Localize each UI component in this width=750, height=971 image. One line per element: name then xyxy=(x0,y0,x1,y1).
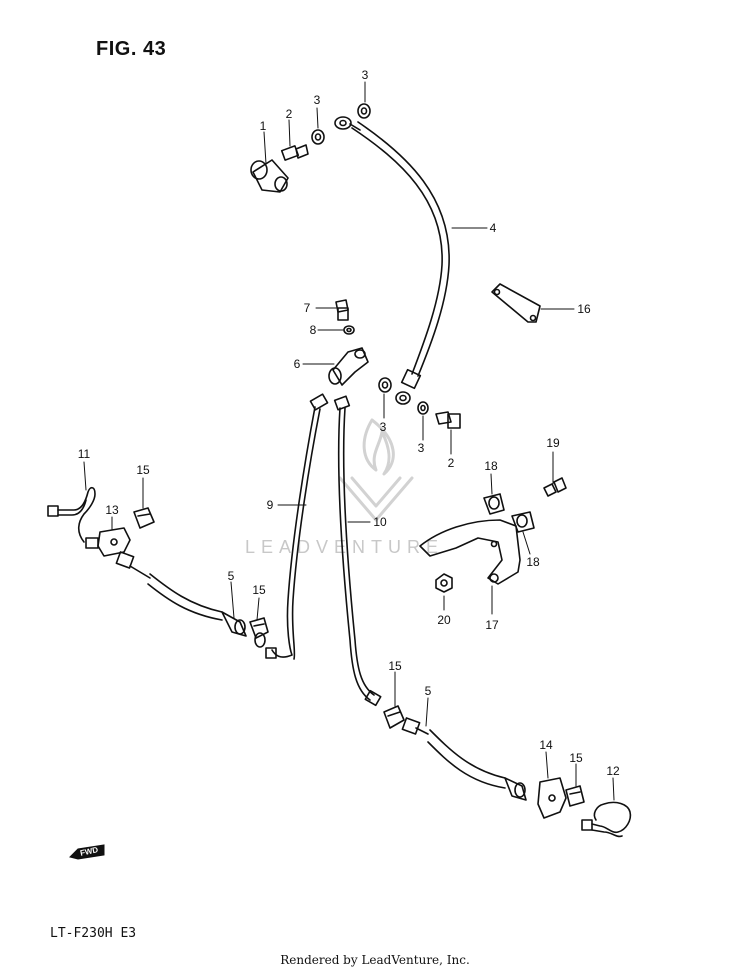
callout-number: 19 xyxy=(546,436,560,450)
callout-number: 15 xyxy=(388,659,402,673)
callout-number: 12 xyxy=(606,764,620,778)
part-16-bracket xyxy=(491,283,541,323)
watermark-logo-icon xyxy=(338,418,414,522)
part-18-clamp-b xyxy=(511,511,535,533)
callout-leader-lines xyxy=(83,81,615,801)
callout-number: 3 xyxy=(313,93,321,107)
callout-number: 3 xyxy=(361,68,369,82)
part-5-brake-hose-left xyxy=(115,551,277,659)
callout-number: 3 xyxy=(417,441,425,455)
callout-number: 16 xyxy=(577,302,591,316)
callout-number: 4 xyxy=(489,221,497,235)
part-15-clip-c xyxy=(383,705,405,729)
callout-number: 8 xyxy=(309,323,317,337)
callout-number: 6 xyxy=(293,357,301,371)
callout-number: 15 xyxy=(569,751,583,765)
part-2-banjo-bolt-top xyxy=(280,144,309,161)
part-3-washer-b xyxy=(357,103,371,119)
fwd-arrow-icon xyxy=(69,844,105,860)
callout-number: 18 xyxy=(526,555,540,569)
callout-number: 14 xyxy=(539,738,553,752)
callout-number: 5 xyxy=(227,569,235,583)
callout-number: 7 xyxy=(303,301,311,315)
part-1-cap xyxy=(250,159,289,193)
model-code: LT-F230H E3 xyxy=(50,926,137,941)
part-3-washer-d xyxy=(417,401,429,415)
part-9-brake-pipe xyxy=(271,393,329,660)
callout-number: 15 xyxy=(136,463,150,477)
part-8-washer xyxy=(343,325,355,335)
callout-number: 20 xyxy=(437,613,451,627)
figure-title: FIG. 43 xyxy=(96,38,167,60)
part-14-bracket-right xyxy=(537,777,567,819)
callout-number: 2 xyxy=(285,107,293,121)
callout-number: 5 xyxy=(424,684,432,698)
part-7-bolt xyxy=(335,299,349,321)
part-20-nut xyxy=(435,573,453,593)
callout-number: 11 xyxy=(77,447,91,461)
part-13-bracket-left xyxy=(97,527,131,557)
part-3-washer-c xyxy=(378,377,392,393)
render-credit-footer: Rendered by LeadVenture, Inc. xyxy=(280,953,470,967)
part-10-brake-pipe xyxy=(333,395,382,707)
part-12-pipe-right xyxy=(581,801,632,838)
callout-number: 3 xyxy=(379,420,387,434)
part-6-joint xyxy=(328,347,369,386)
callout-number: 18 xyxy=(484,459,498,473)
part-5-brake-hose-right xyxy=(401,717,527,801)
callout-number: 10 xyxy=(373,515,387,529)
part-15-clip-b xyxy=(249,617,269,639)
callout-number: 1 xyxy=(259,119,267,133)
callout-number: 13 xyxy=(105,503,119,517)
part-15-clip-d xyxy=(565,785,585,807)
part-15-clip-a xyxy=(133,507,155,529)
part-4-brake-hose xyxy=(334,116,450,405)
callout-number: 2 xyxy=(447,456,455,470)
callout-number: 15 xyxy=(252,583,266,597)
part-2-banjo-bolt-lower xyxy=(435,411,461,429)
part-11-pipe-left xyxy=(47,486,99,549)
callout-number: 9 xyxy=(266,498,274,512)
part-18-clamp-a xyxy=(483,493,505,515)
callout-number: 17 xyxy=(485,618,499,632)
part-3-washer-a xyxy=(311,129,325,145)
part-19-bolt xyxy=(543,477,567,497)
part-17-bracket-plate xyxy=(419,519,521,585)
